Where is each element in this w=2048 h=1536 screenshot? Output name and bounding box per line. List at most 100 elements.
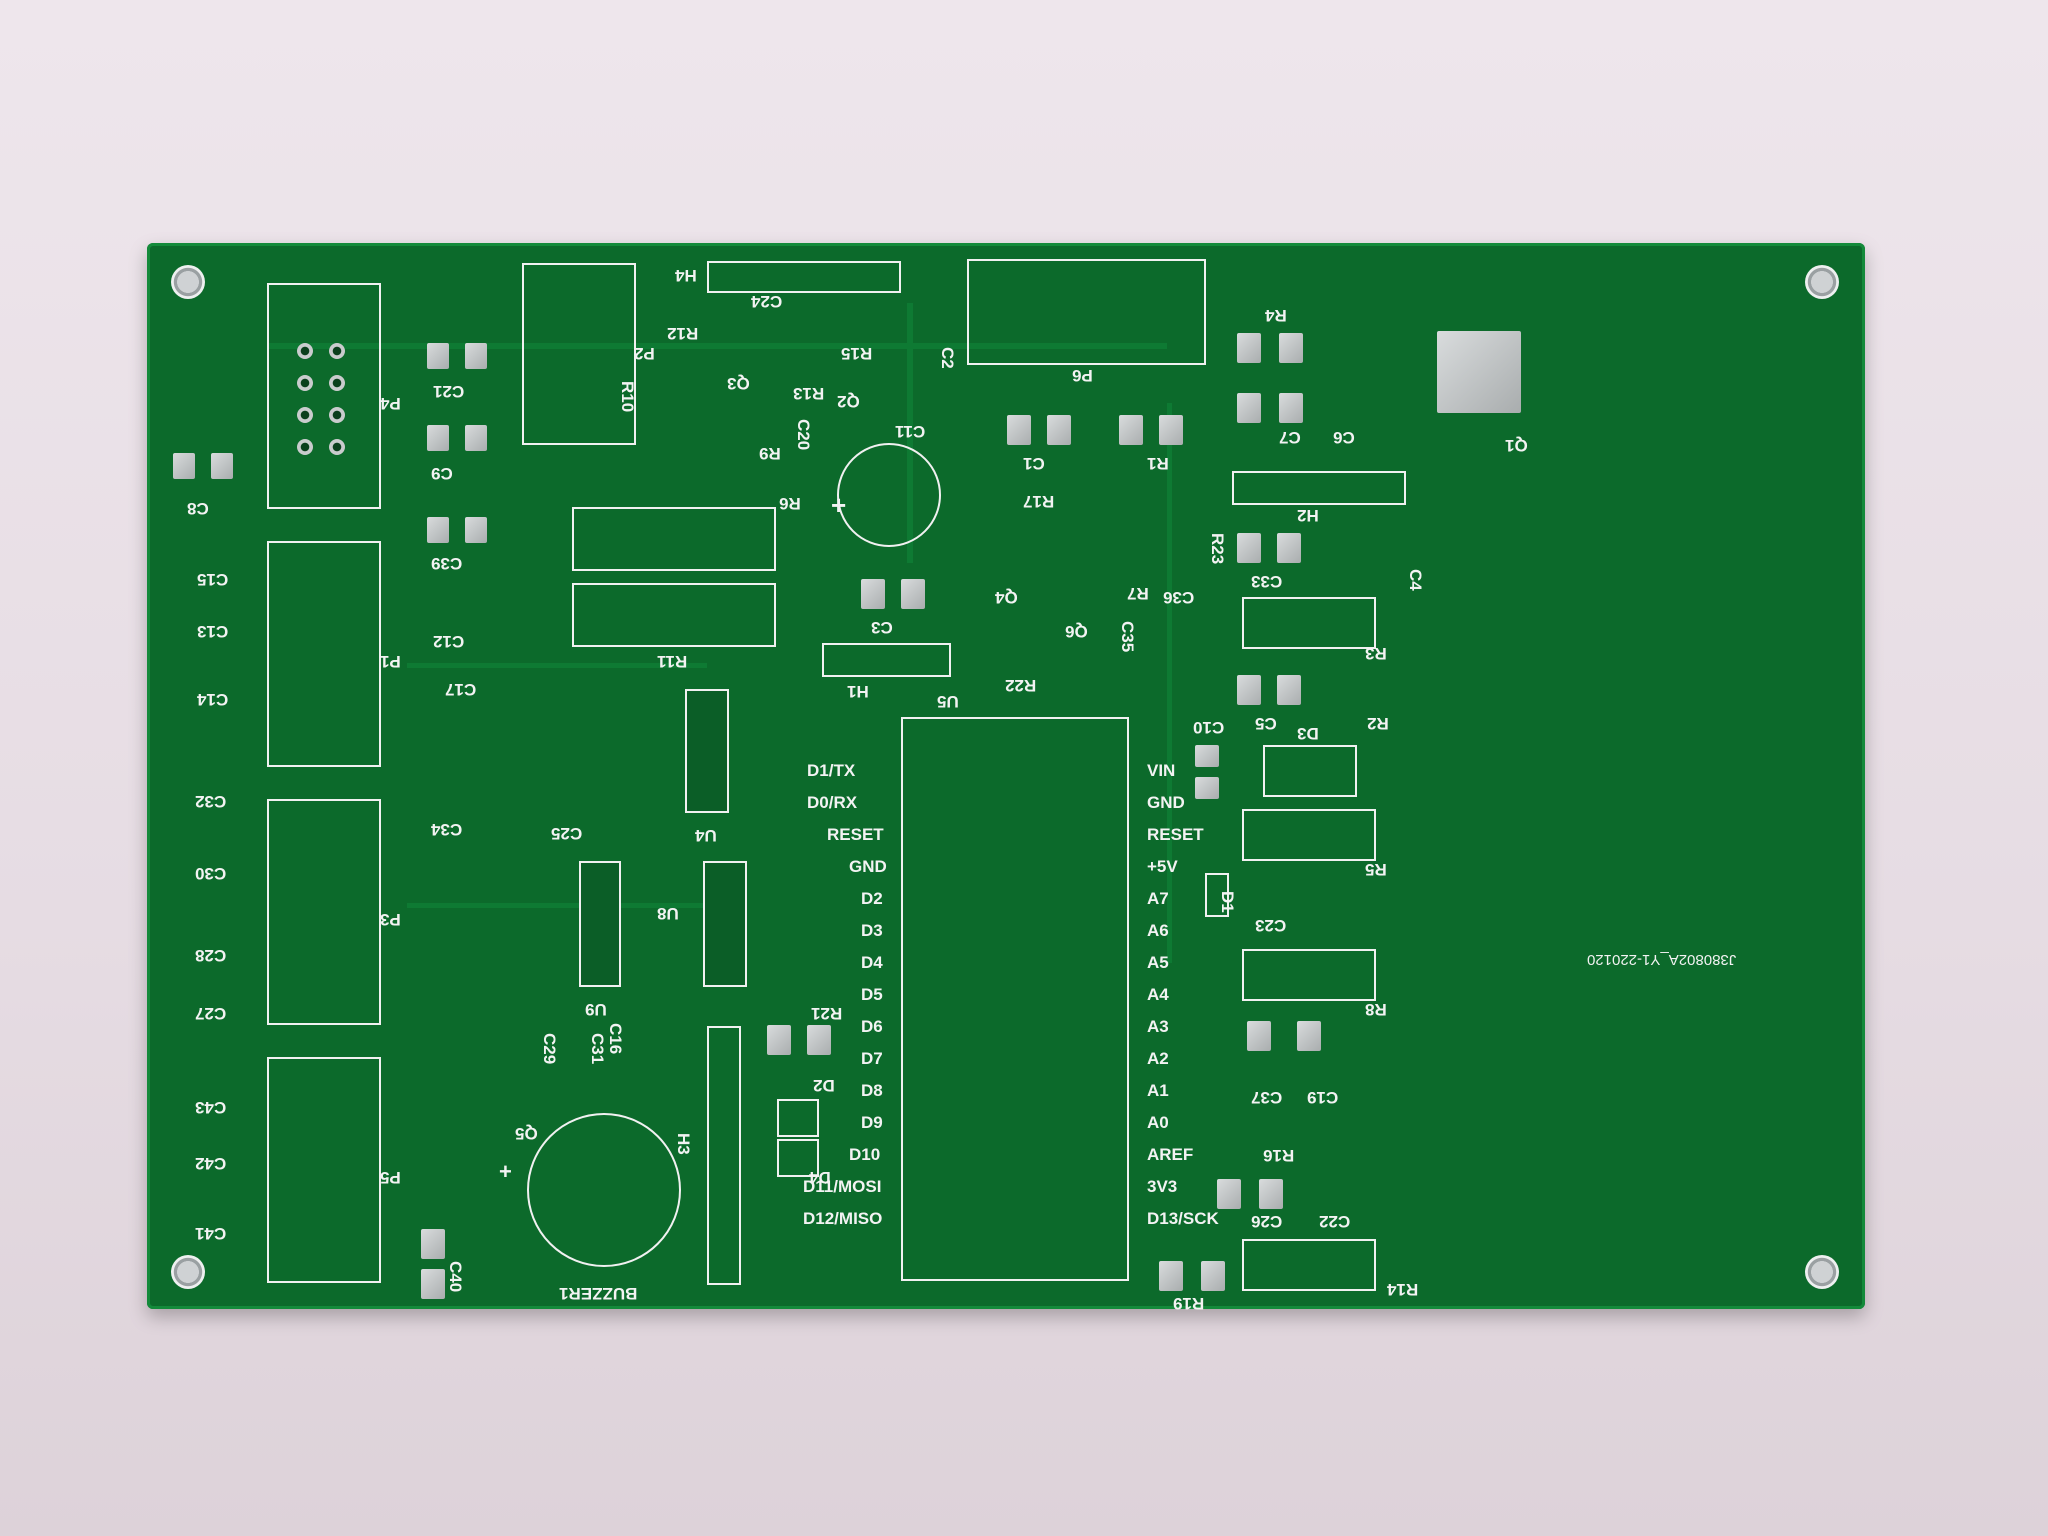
- pad: [427, 425, 449, 451]
- diode-d3: [1263, 745, 1357, 797]
- u5-pin-label: RESET: [827, 825, 884, 844]
- u5-pin-label: A1: [1147, 1081, 1169, 1100]
- u5-pin-label: A2: [1147, 1049, 1169, 1068]
- trace: [407, 903, 707, 908]
- pad: [1201, 1261, 1225, 1291]
- connector-p1: [267, 541, 381, 767]
- r6-label: R6: [779, 494, 801, 513]
- r23-label: R23: [1208, 533, 1227, 565]
- pad: [1279, 393, 1303, 423]
- c7-label: C7: [1279, 428, 1301, 447]
- r12-label: R12: [667, 324, 699, 343]
- r17-label: R17: [1023, 492, 1055, 511]
- header-h1: [822, 643, 951, 677]
- trimmer-r5: [1242, 809, 1376, 861]
- c1-label: C1: [1023, 454, 1045, 473]
- trace: [267, 343, 1167, 349]
- diode-d1: [1205, 873, 1229, 917]
- u4-label: U4: [695, 826, 717, 845]
- q1-label: Q1: [1505, 436, 1528, 455]
- pin: [329, 343, 345, 359]
- u5-pin-label: AREF: [1147, 1145, 1194, 1164]
- c11-polarity: +: [831, 490, 847, 520]
- pad: [1259, 1179, 1283, 1209]
- u5-pin-label: D5: [861, 985, 883, 1004]
- c36-label: C36: [1163, 588, 1195, 607]
- c33-label: C33: [1251, 572, 1283, 591]
- r10-label: R10: [618, 381, 637, 413]
- u5-pin-label: A0: [1147, 1113, 1169, 1132]
- r3-label: R3: [1365, 644, 1387, 663]
- connector-p6: [967, 259, 1206, 365]
- r22-label: R22: [1005, 676, 1037, 695]
- c10-label: C10: [1193, 718, 1225, 737]
- p4-label: P4: [380, 394, 401, 413]
- pad: [901, 579, 925, 609]
- c43-label: C43: [195, 1098, 227, 1117]
- c28-label: C28: [195, 946, 227, 965]
- pin: [297, 343, 313, 359]
- pad: [211, 453, 233, 479]
- pad: [1159, 1261, 1183, 1291]
- pad: [1247, 1021, 1271, 1051]
- pad: [1237, 675, 1261, 705]
- c12-label: C12: [433, 632, 465, 651]
- r21-label: R21: [811, 1004, 843, 1023]
- c31-label: C31: [588, 1033, 607, 1065]
- d2-label: D2: [813, 1076, 835, 1095]
- buzzer-label: BUZZER1: [559, 1284, 638, 1303]
- u5-pin-label: D3: [861, 921, 883, 940]
- mounting-hole: [171, 1255, 205, 1289]
- c13-label: C13: [197, 622, 229, 641]
- h1-label: H1: [847, 682, 869, 701]
- c37-label: C37: [1251, 1088, 1283, 1107]
- capacitor-c11: [837, 443, 941, 547]
- pad: [1237, 393, 1261, 423]
- c8-label: C8: [187, 499, 209, 518]
- u5-pin-label: A5: [1147, 953, 1169, 972]
- resistor-r11: [572, 583, 776, 647]
- p6-label: P6: [1072, 366, 1093, 385]
- r5-label: R5: [1365, 860, 1387, 879]
- u5-pin-label: A6: [1147, 921, 1169, 940]
- ic-u4: [685, 689, 729, 813]
- pad: [173, 453, 195, 479]
- pad: [1297, 1021, 1321, 1051]
- connector-p5: [267, 1057, 381, 1283]
- c32-label: C32: [195, 792, 227, 811]
- u5-pin-label: D13/SCK: [1147, 1209, 1219, 1228]
- q5-label: Q5: [515, 1124, 538, 1143]
- pad: [421, 1269, 445, 1299]
- p3-label: P3: [380, 910, 401, 929]
- connector-p3: [267, 799, 381, 1025]
- u5-label: U5: [937, 692, 959, 711]
- pcb-board: P4 P1 P3 P5 P2 H4 P6 Q1 H2 + C11 R6 R11 …: [147, 243, 1865, 1313]
- connector-p4: [267, 283, 381, 509]
- r16-label: R16: [1263, 1146, 1295, 1165]
- c17-label: C17: [445, 680, 477, 699]
- r13-label: R13: [793, 384, 825, 403]
- c6-label: C6: [1333, 428, 1355, 447]
- header-h3: [707, 1026, 741, 1285]
- pad: [1119, 415, 1143, 445]
- c22-label: C22: [1319, 1212, 1351, 1231]
- r19-label: R19: [1173, 1294, 1205, 1313]
- pad: [465, 517, 487, 543]
- d3-label: D3: [1297, 724, 1319, 743]
- c42-label: C42: [195, 1154, 227, 1173]
- ic-u9: [579, 861, 621, 987]
- trimmer-r14: [1242, 1239, 1376, 1291]
- u5-pin-label: A3: [1147, 1017, 1169, 1036]
- pad: [1047, 415, 1071, 445]
- trace: [907, 303, 913, 563]
- pin: [329, 375, 345, 391]
- u5-pin-label: D11/MOSI: [803, 1177, 882, 1196]
- pad: [1279, 333, 1303, 363]
- u5-pin-label: D9: [861, 1113, 883, 1132]
- pad: [807, 1025, 831, 1055]
- c39-label: C39: [431, 554, 463, 573]
- header-h4: [707, 261, 901, 293]
- p1-label: P1: [380, 652, 401, 671]
- pad: [427, 517, 449, 543]
- trimmer-r8: [1242, 949, 1376, 1001]
